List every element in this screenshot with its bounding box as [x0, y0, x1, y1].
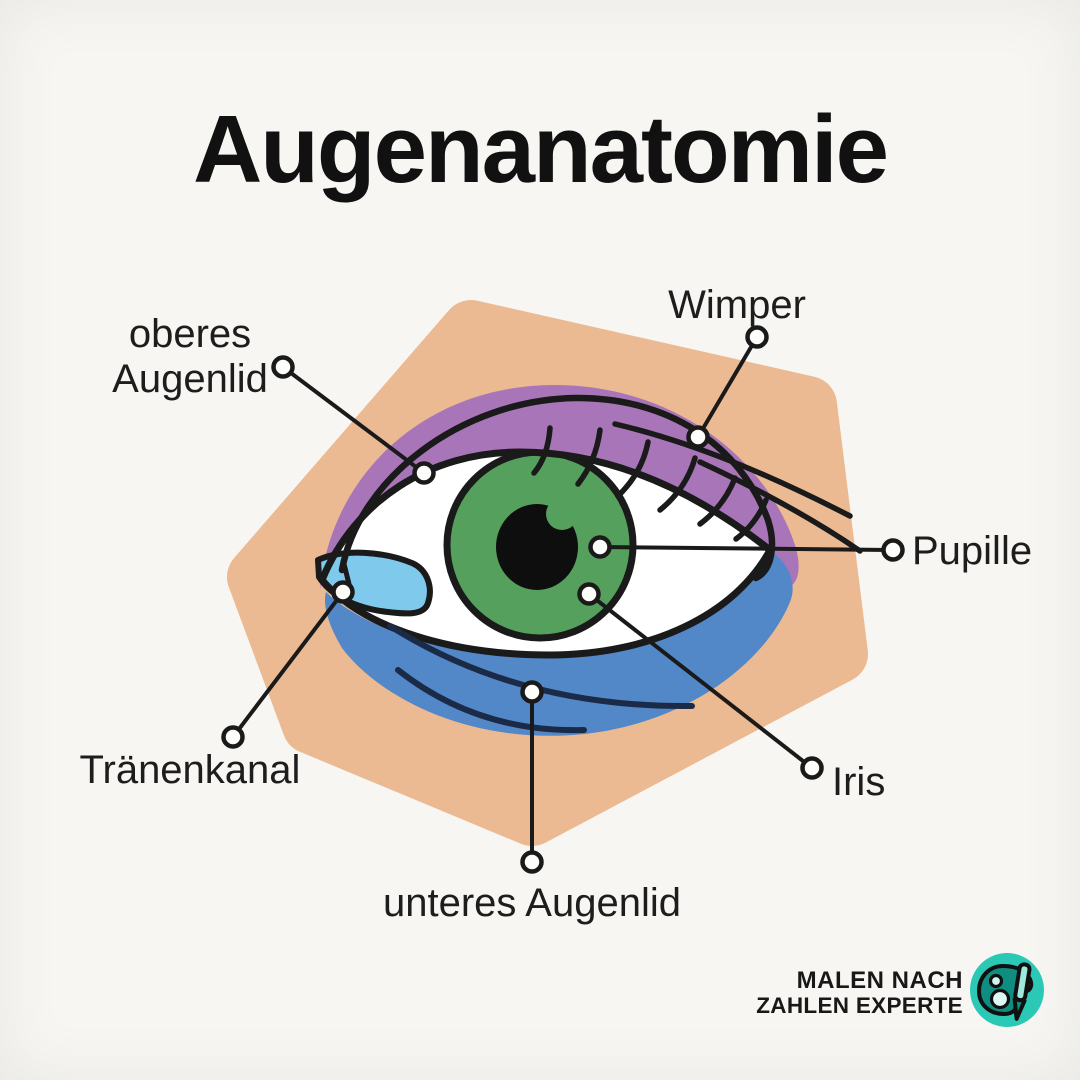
label-upper-eyelid-line1: oberes	[129, 312, 251, 356]
label-eyelash: Wimper	[668, 283, 806, 327]
label-pupil: Pupille	[912, 529, 1032, 573]
eyelid-crease-line	[338, 394, 776, 582]
palette-hole-small	[988, 973, 1004, 989]
pupil-target-dot	[588, 535, 612, 559]
eyelash-connector-line	[696, 335, 759, 439]
lower-eyelid-label-dot	[520, 850, 544, 874]
pupil-connector-line	[599, 545, 894, 552]
upper-eyelid-label-dot	[271, 355, 295, 379]
brush-tip	[1012, 997, 1027, 1021]
label-lower-eyelid: unteres Augenlid	[383, 881, 681, 925]
iris-connector-line	[587, 592, 814, 770]
palette-brush-icon	[970, 953, 1044, 1027]
eyelash-target-dot	[686, 425, 710, 449]
lower-eyelid-target-dot	[520, 680, 544, 704]
pupil-highlight-notch	[546, 498, 578, 530]
brush-shape	[1012, 962, 1032, 1021]
logo-text-line1: MALEN NACH	[797, 967, 963, 994]
lower-eyelid-shape	[324, 552, 793, 736]
iris-target-dot	[577, 582, 601, 606]
tear-duct-connector-line	[231, 590, 345, 739]
label-connectors	[221, 325, 905, 874]
tear-duct-label-dot	[221, 725, 245, 749]
upper-eyelid-target-dot	[412, 461, 436, 485]
upper-eyelid-connector-line	[281, 365, 426, 475]
iris-label-dot	[800, 756, 824, 780]
label-tear-duct: Tränenkanal	[80, 748, 301, 792]
tear-duct-target-dot	[331, 580, 355, 604]
brand-logo: MALEN NACH ZAHLEN EXPERTE	[756, 953, 1044, 1027]
pupil-label-dot	[881, 538, 905, 562]
label-upper-eyelid-line2: Augenlid	[112, 357, 268, 401]
page-title: Augenanatomie	[193, 96, 887, 203]
label-iris: Iris	[832, 760, 885, 804]
eyelash-lines	[531, 421, 863, 554]
logo-text-line2: ZAHLEN EXPERTE	[756, 993, 963, 1018]
eyelash-label-dot	[745, 325, 769, 349]
palette-hole-large	[989, 988, 1011, 1010]
